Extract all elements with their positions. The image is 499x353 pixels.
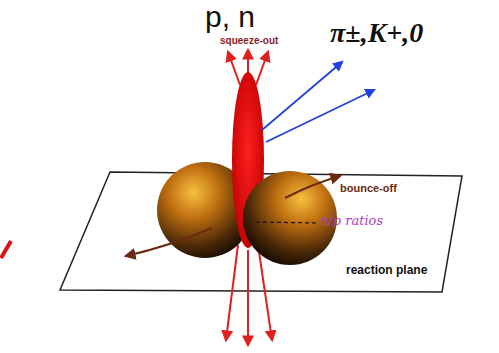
bounce-off-arrows bbox=[126, 176, 340, 256]
red-mark bbox=[1, 241, 11, 258]
flow-label: bounce-off bbox=[340, 182, 397, 194]
handwritten-note: n/p ratios bbox=[320, 214, 383, 228]
flow-label: squeeze-out bbox=[218, 35, 280, 46]
particle-label: p, n bbox=[205, 0, 255, 33]
dashed-axis bbox=[256, 222, 316, 223]
reaction-plane bbox=[60, 172, 462, 292]
particle-label: π±,K+,0 bbox=[330, 18, 423, 49]
meson-arrows bbox=[262, 62, 374, 142]
plane-label: reaction plane bbox=[346, 264, 427, 277]
